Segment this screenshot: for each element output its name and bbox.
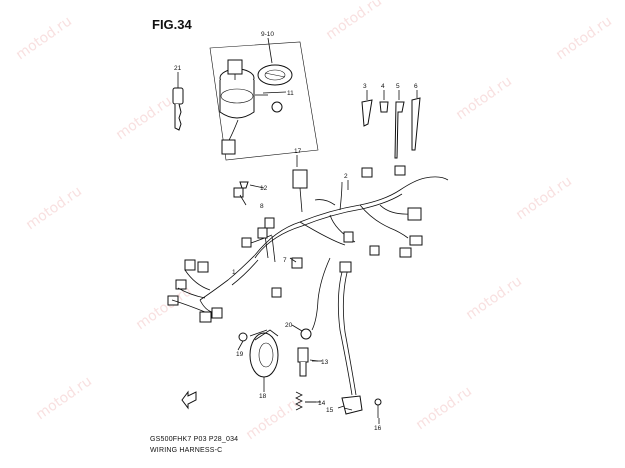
callout-9-10: 9-10 [261, 31, 274, 38]
connector [175, 279, 187, 290]
watermark-text: motod.ru [323, 0, 385, 43]
connector [211, 307, 223, 319]
connector [407, 207, 422, 221]
callout-1: 1 [232, 269, 236, 276]
callout-3: 3 [363, 83, 367, 90]
callout-19: 19 [236, 351, 244, 358]
connector [339, 261, 352, 273]
callout-17: 17 [294, 148, 302, 155]
connector [369, 245, 380, 256]
leader-lines [177, 37, 380, 424]
callout-2: 2 [344, 173, 348, 180]
callout-5: 5 [396, 83, 400, 90]
figure-caption-name: WIRING HARNESS-C [150, 447, 223, 454]
connector [199, 311, 212, 323]
watermark-text: motod.ru [453, 73, 515, 123]
watermark-text: motod.ru [553, 13, 615, 63]
screw-part-11 [271, 101, 283, 113]
clips-group [361, 90, 421, 159]
band-part-5 [394, 101, 405, 159]
ignition-switch-body [219, 80, 255, 119]
callout-18: 18 [259, 393, 267, 400]
watermark-text: motod.ru [23, 183, 85, 233]
ignition-connector [221, 139, 236, 155]
callout-8: 8 [260, 203, 264, 210]
ignition-key-head [227, 59, 243, 75]
direction-arrow-icon [181, 390, 197, 410]
watermark-text: motod.ru [133, 283, 195, 333]
key-part-21 [172, 78, 184, 131]
callout-21: 21 [174, 65, 182, 72]
connector [241, 237, 252, 248]
connector [197, 261, 209, 273]
bolt-part-16 [374, 398, 382, 418]
watermark-text: motod.ru [113, 93, 175, 143]
connector [409, 235, 423, 246]
switch-part-15 [337, 395, 363, 415]
watermark-text: motod.ru [243, 393, 305, 443]
callout-4: 4 [381, 83, 385, 90]
callout-15: 15 [326, 407, 334, 414]
connector [264, 217, 275, 229]
connector [394, 165, 406, 176]
callout-6: 6 [414, 83, 418, 90]
callout-14: 14 [318, 400, 326, 407]
figure-caption-code: GS500FHK7 P03 P28_034 [150, 436, 239, 443]
connector [343, 231, 354, 243]
watermark-text: motod.ru [513, 173, 575, 223]
figure-title: FIG.34 [152, 17, 192, 32]
sensor-part-13 [297, 347, 319, 377]
clip-part-4 [379, 101, 389, 113]
connector [399, 247, 412, 258]
callout-16: 16 [374, 425, 382, 432]
callout-20: 20 [285, 322, 293, 329]
callout-12: 12 [260, 185, 268, 192]
screw-part-12 [239, 181, 249, 189]
sensor-part-20 [291, 324, 312, 340]
connector [271, 287, 282, 298]
ignition-switch-group [172, 41, 319, 161]
callout-labels: 21 9-10 11 3 4 5 6 17 12 8 2 7 1 20 19 1… [174, 31, 418, 432]
watermark-text: motod.ru [463, 273, 525, 323]
callout-11: 11 [287, 90, 294, 97]
connector [257, 227, 268, 239]
connector [361, 167, 373, 178]
watermark-text: motod.ru [33, 373, 95, 423]
relay-part-17 [292, 155, 308, 213]
watermark-text: motod.ru [413, 383, 475, 433]
main-harness [167, 165, 449, 396]
connector-part-8 [233, 187, 244, 198]
callout-13: 13 [321, 359, 329, 366]
callout-7: 7 [283, 257, 287, 264]
clamp-part-7 [291, 257, 303, 269]
connector [184, 259, 196, 271]
clip-part-3 [361, 99, 373, 127]
band-part-6 [411, 97, 421, 151]
nut-part-19 [238, 332, 248, 342]
ignition-switch-outline [209, 41, 319, 161]
horn-part-18 [249, 329, 279, 392]
watermark-text: motod.ru [13, 13, 75, 63]
